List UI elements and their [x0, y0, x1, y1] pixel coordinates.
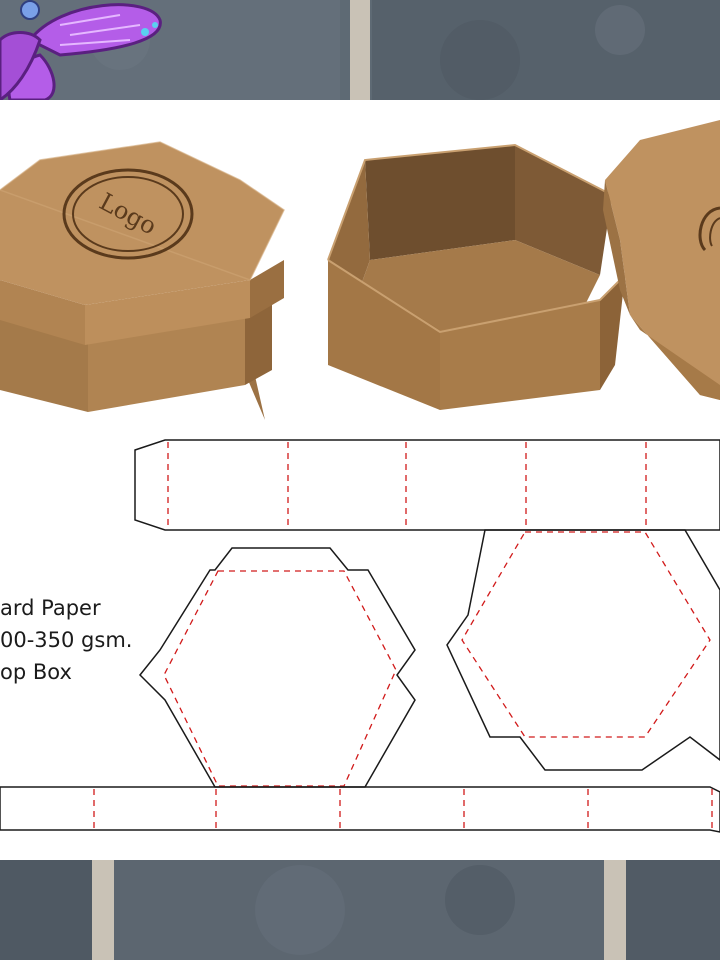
tilted-lid [603, 120, 720, 400]
dieline-left-hexagon [138, 547, 416, 788]
spec-line-weight: 00-350 gsm. [0, 628, 133, 652]
logo-seal-icon [62, 168, 194, 260]
product-sheet: Logo [0, 100, 720, 860]
stone-floor-bottom [0, 860, 720, 960]
dieline-right-hexagon [446, 529, 720, 771]
dieline-lower-strip [0, 786, 720, 833]
spec-text-block: ard Paper 00-350 gsm. op Box [0, 592, 132, 688]
open-hexagon-box [327, 143, 626, 410]
spec-line-material: ard Paper [0, 596, 101, 620]
lid-top [0, 142, 284, 305]
spec-line-box-type: op Box [0, 660, 72, 684]
dieline-upper-strip [134, 439, 720, 531]
closed-hexagon-box: Logo [0, 141, 285, 420]
butterfly-icon [0, 0, 170, 100]
